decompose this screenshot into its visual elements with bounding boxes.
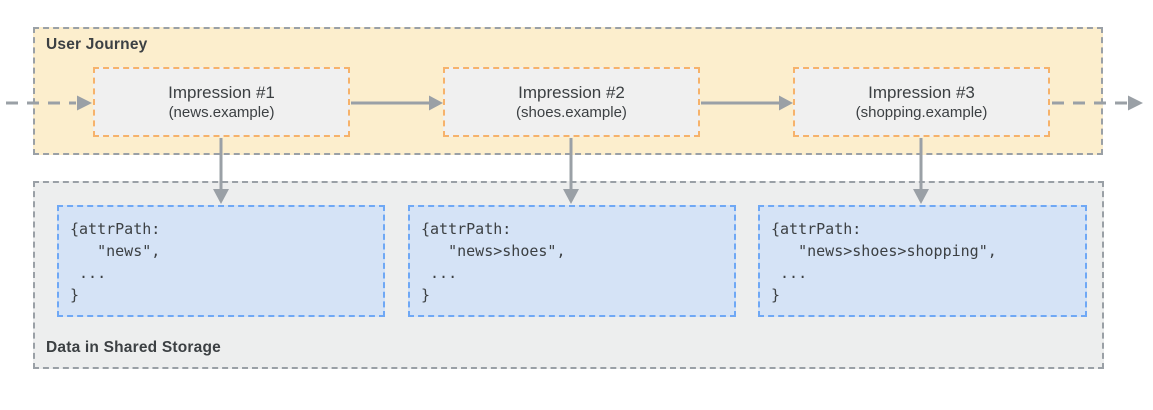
impression-3-title: Impression #3: [868, 82, 975, 102]
user-journey-label: User Journey: [46, 36, 148, 53]
storage-entry-2-code: {attrPath: "news>shoes", ... }: [421, 220, 566, 304]
impression-3-domain: (shopping.example): [855, 103, 988, 121]
impression-2-domain: (shoes.example): [516, 103, 627, 121]
storage-entry-3-code: {attrPath: "news>shoes>shopping", ... }: [771, 220, 997, 304]
impression-3-node: Impression #3 (shopping.example): [793, 67, 1050, 137]
storage-entry-3: {attrPath: "news>shoes>shopping", ... }: [758, 205, 1087, 317]
impression-1-title: Impression #1: [168, 82, 275, 102]
impression-1-domain: (news.example): [168, 103, 275, 121]
shared-storage-label: Data in Shared Storage: [46, 339, 221, 356]
storage-entry-1-code: {attrPath: "news", ... }: [70, 220, 161, 304]
storage-entry-2: {attrPath: "news>shoes", ... }: [408, 205, 736, 317]
storage-entry-1: {attrPath: "news", ... }: [57, 205, 385, 317]
impression-2-title: Impression #2: [518, 82, 625, 102]
impression-1-node: Impression #1 (news.example): [93, 67, 350, 137]
impression-2-node: Impression #2 (shoes.example): [443, 67, 700, 137]
